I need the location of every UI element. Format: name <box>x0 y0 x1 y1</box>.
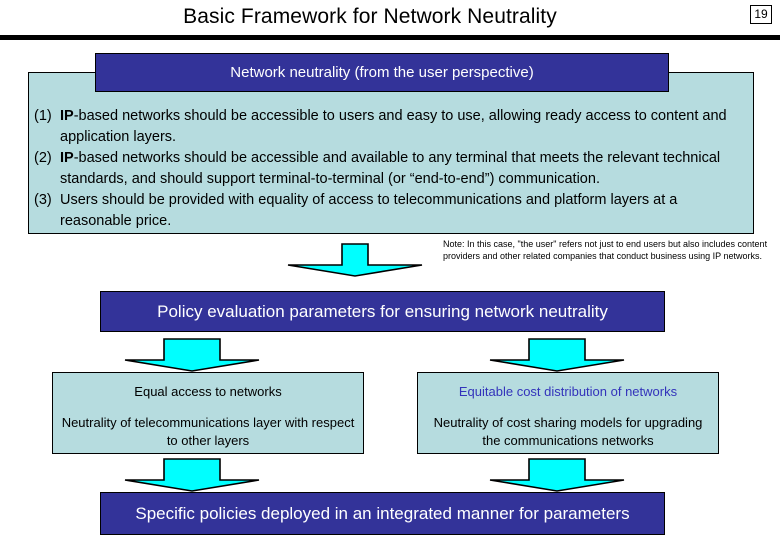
down-arrow-left-parameter-to-bottom <box>124 458 260 492</box>
principle-item-1: (1) IP-based networks should be accessib… <box>34 106 746 148</box>
principle-body-1: -based networks should be accessible to … <box>60 108 727 145</box>
down-arrow-right-parameter-to-bottom <box>489 458 625 492</box>
parameter-box-equitable-cost: Equitable cost distribution of networks … <box>417 372 719 454</box>
user-definition-note: Note: In this case, "the user" refers no… <box>443 239 768 261</box>
principle-number-2: (2) <box>34 150 52 166</box>
principle-text-2: IP-based networks should be accessible a… <box>60 148 746 190</box>
page-title: Basic Framework for Network Neutrality <box>183 5 557 28</box>
principles-header-label: Network neutrality (from the user perspe… <box>230 64 534 81</box>
page-number-badge: 19 <box>750 5 772 24</box>
principle-lead-2: IP <box>60 150 74 166</box>
policy-evaluation-label: Policy evaluation parameters for ensurin… <box>157 301 608 321</box>
principle-number-1: (1) <box>34 108 52 124</box>
specific-policies-bar: Specific policies deployed in an integra… <box>100 492 665 535</box>
down-arrow-policy-to-right-parameter <box>489 338 625 372</box>
principle-text-1: IP-based networks should be accessible t… <box>60 106 746 148</box>
parameter-box-equal-access: Equal access to networks Neutrality of t… <box>52 372 364 454</box>
principles-header-bar: Network neutrality (from the user perspe… <box>95 53 669 92</box>
down-arrow-principles-to-policy <box>287 243 423 277</box>
network-neutrality-principles-panel <box>28 72 754 234</box>
parameter-title-left: Equal access to networks <box>134 384 282 399</box>
specific-policies-label: Specific policies deployed in an integra… <box>135 503 630 523</box>
principles-list: (1) IP-based networks should be accessib… <box>34 106 746 232</box>
parameter-title-right: Equitable cost distribution of networks <box>458 384 678 399</box>
principle-text-3: Users should be provided with equality o… <box>60 190 746 232</box>
title-divider-rule <box>0 35 780 40</box>
parameter-body-right: Neutrality of cost sharing models for up… <box>433 415 703 448</box>
principle-lead-1: IP <box>60 108 74 124</box>
principle-number-3: (3) <box>34 192 52 208</box>
parameter-body-left: Neutrality of telecommunications layer w… <box>61 415 355 448</box>
principle-item-3: (3) Users should be provided with equali… <box>34 190 746 232</box>
policy-evaluation-bar: Policy evaluation parameters for ensurin… <box>100 291 665 332</box>
principle-item-2: (2) IP-based networks should be accessib… <box>34 148 746 190</box>
principle-body-3: Users should be provided with equality o… <box>60 192 678 229</box>
principle-body-2: -based networks should be accessible and… <box>60 150 721 187</box>
down-arrow-policy-to-left-parameter <box>124 338 260 372</box>
